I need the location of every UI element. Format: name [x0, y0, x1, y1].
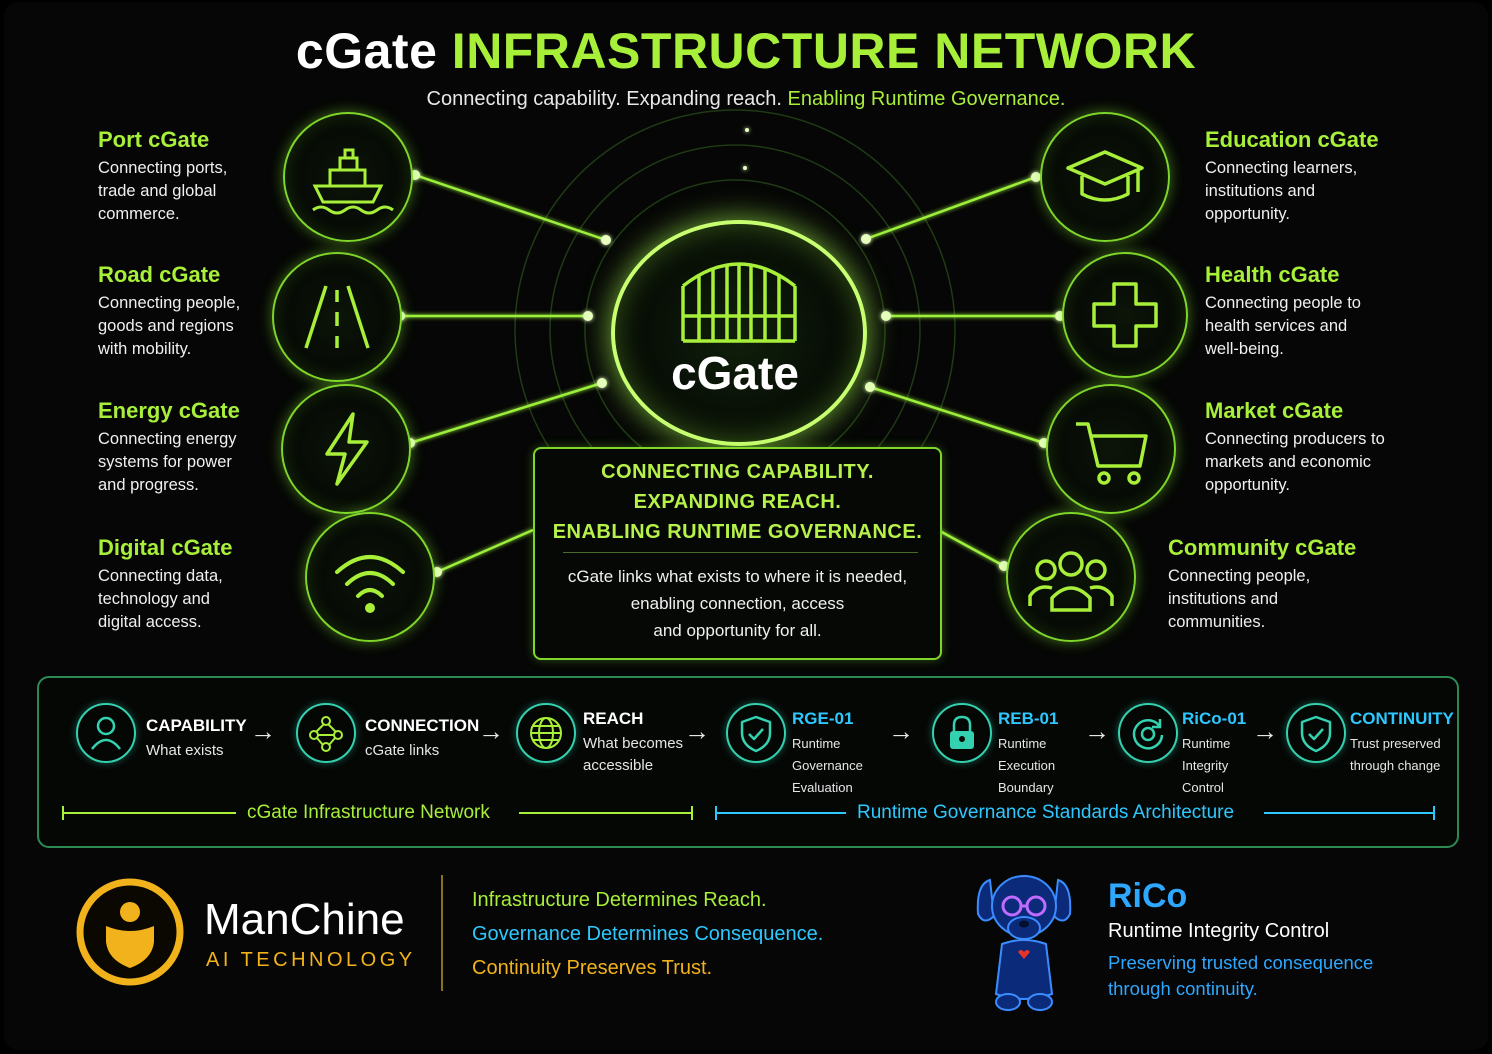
reach-step-icon: [516, 703, 576, 763]
message-divider: [563, 552, 918, 553]
rico-step-title: RiCo-01: [1182, 709, 1247, 728]
capability-step-title: CAPABILITY: [146, 716, 247, 735]
step-arrow-1: →: [250, 716, 276, 746]
rge-step-icon: [726, 703, 786, 763]
energy-cgate-title: Energy cGate: [98, 398, 240, 423]
step-arrow-4: →: [888, 716, 914, 746]
continuity-step-title: CONTINUITY: [1350, 709, 1454, 728]
rico-step-sub: Runtime Integrity Control: [1182, 736, 1231, 795]
road-cgate-title: Road cGate: [98, 262, 221, 287]
capability-step-sub: What exists: [146, 742, 224, 759]
message-headline-3: ENABLING RUNTIME GOVERNANCE.: [552, 521, 923, 543]
ship-icon: [312, 148, 394, 215]
port-cgate-title: Port cGate: [98, 127, 210, 152]
wifi-icon: [335, 555, 405, 613]
shield-check-icon: [1300, 715, 1332, 753]
education-cgate-desc: Connecting learners, institutions and op…: [1205, 159, 1358, 223]
road-icon-circle: [272, 252, 402, 382]
shopping-cart-icon: [1076, 422, 1148, 485]
refresh-icon: [1132, 719, 1164, 750]
page-subtitle: Connecting capability. Expanding reach. …: [0, 88, 1492, 111]
health-icon-circle: [1062, 252, 1188, 378]
motto-reach: Infrastructure Determines Reach.: [472, 889, 767, 911]
connection-step-icon: [296, 703, 356, 763]
lightning-icon: [325, 412, 369, 486]
hub-label: cGate: [671, 347, 799, 399]
message-headline-1: CONNECTING CAPABILITY.: [601, 461, 874, 483]
rico-step-icon: [1118, 703, 1178, 763]
gate-icon: [681, 262, 797, 343]
continuity-step-icon: [1286, 703, 1346, 763]
people-group-icon: [1028, 551, 1114, 612]
rge-step-sub: Runtime Governance Evaluation: [792, 736, 863, 795]
reach-step-title: REACH: [583, 709, 644, 728]
process-label-network: cGate Infrastructure Network: [247, 802, 490, 823]
title-main: INFRASTRUCTURE NETWORK: [451, 23, 1197, 79]
brand-divider: [441, 875, 443, 991]
continuity-step-sub: Trust preserved through change: [1350, 736, 1441, 773]
brand-name: ManChine: [204, 895, 405, 944]
health-cross-icon: [1092, 282, 1158, 348]
market-cgate-desc: Connecting producers to markets and econ…: [1205, 430, 1385, 494]
digital-cgate-desc: Connecting data, technology and digital …: [98, 567, 223, 631]
health-cgate-desc: Connecting people to health services and…: [1205, 294, 1361, 358]
community-cgate-desc: Connecting people, institutions and comm…: [1168, 567, 1311, 631]
manchine-logo: [76, 878, 184, 986]
globe-icon: [530, 717, 562, 749]
rico-description: Preserving trusted consequence through c…: [1108, 952, 1374, 999]
road-icon: [304, 285, 370, 349]
digital-icon-circle: [305, 512, 435, 642]
reach-step-sub: What becomes accessible: [583, 735, 684, 774]
message-headline-2: EXPANDING REACH.: [633, 491, 842, 513]
page-title: cGate INFRASTRUCTURE NETWORK: [0, 22, 1492, 80]
process-label-governance: Runtime Governance Standards Architectur…: [857, 802, 1235, 823]
message-body-1: cGate links what exists to where it is n…: [567, 567, 908, 586]
motto-trust: Continuity Preserves Trust.: [472, 957, 713, 979]
reb-step-title: REB-01: [998, 709, 1059, 728]
network-nodes-icon: [309, 716, 343, 752]
step-arrow-3: →: [684, 716, 710, 746]
motto-consequence: Governance Determines Consequence.: [472, 923, 824, 945]
health-cgate-title: Health cGate: [1205, 262, 1340, 287]
rico-subtitle: Runtime Integrity Control: [1108, 920, 1330, 942]
subtitle-plain: Connecting capability. Expanding reach.: [426, 88, 782, 110]
person-icon: [91, 716, 121, 750]
community-cgate-title: Community cGate: [1168, 535, 1357, 560]
port-icon-circle: [283, 112, 413, 242]
market-icon-circle: [1046, 384, 1176, 514]
title-prefix: cGate: [295, 23, 438, 79]
graduation-cap-icon: [1066, 150, 1144, 202]
digital-cgate-title: Digital cGate: [98, 535, 233, 560]
rge-step-title: RGE-01: [792, 709, 854, 728]
step-arrow-5: →: [1084, 716, 1110, 746]
reb-step-icon: [932, 703, 992, 763]
rico-title: RiCo: [1108, 877, 1188, 915]
shield-check-icon: [740, 715, 772, 753]
message-body-3: and opportunity for all.: [653, 621, 822, 640]
subtitle-highlight: Enabling Runtime Governance.: [787, 88, 1066, 110]
hub-circle: [611, 220, 867, 446]
community-icon-circle: [1006, 512, 1136, 642]
lock-icon: [950, 715, 974, 749]
message-body-2: enabling connection, access: [630, 594, 845, 613]
energy-icon-circle: [281, 384, 411, 514]
step-arrow-2: →: [478, 716, 504, 746]
message-box: CONNECTING CAPABILITY. EXPANDING REACH. …: [533, 447, 942, 660]
reb-step-sub: Runtime Execution Boundary: [998, 736, 1056, 795]
brand-tagline: AI TECHNOLOGY: [206, 949, 416, 971]
connection-step-title: CONNECTION: [365, 716, 480, 735]
energy-cgate-desc: Connecting energy systems for power and …: [98, 430, 237, 494]
step-arrow-6: →: [1252, 716, 1278, 746]
education-cgate-title: Education cGate: [1205, 127, 1379, 152]
robot-dog-mascot: [976, 875, 1072, 1011]
road-cgate-desc: Connecting people, goods and regions wit…: [98, 294, 241, 358]
market-cgate-title: Market cGate: [1205, 398, 1344, 423]
capability-step-icon: [76, 703, 136, 763]
education-icon-circle: [1040, 112, 1170, 242]
connection-step-sub: cGate links: [365, 742, 440, 759]
port-cgate-desc: Connecting ports, trade and global comme…: [98, 159, 228, 223]
